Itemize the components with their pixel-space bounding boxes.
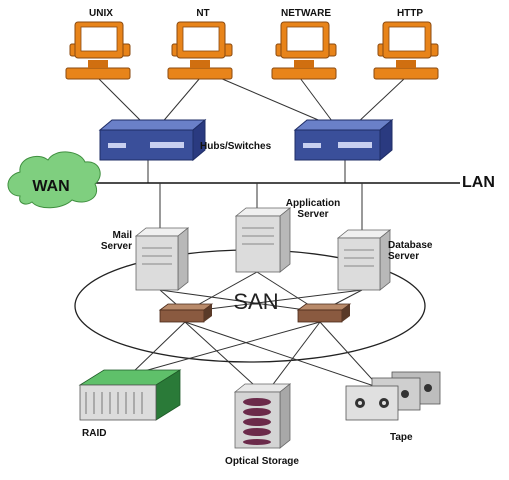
mail-server-label-line1: Mail: [112, 230, 132, 241]
database-server-label-line2: Server: [388, 251, 420, 262]
application-server-label: Application Server: [276, 198, 350, 220]
application-server-label-line2: Server: [297, 209, 329, 220]
hub-switch-right: [293, 118, 394, 162]
client-label-nt: NT: [196, 8, 210, 19]
san-switch-right: [296, 303, 352, 323]
database-server-label-line1: Database: [388, 240, 433, 251]
lan-label: LAN: [462, 174, 495, 191]
mail-server-label-line2: Server: [100, 241, 132, 252]
optical-storage-jukebox: [233, 383, 292, 449]
wan-cloud: [7, 151, 101, 209]
application-server-label-line1: Application: [285, 198, 341, 209]
client-computer-unix: [65, 21, 131, 80]
wan-label: WAN: [32, 178, 70, 195]
optical-storage-label: Optical Storage: [225, 456, 299, 467]
hubs-switches-label: Hubs/Switches: [200, 141, 272, 152]
san-mesh-links: [129, 271, 381, 396]
switch-lan-links: [147, 160, 346, 183]
client-computer-netware: [271, 21, 337, 80]
client-label-netware: NETWARE: [281, 8, 331, 19]
hub-switch-left: [98, 118, 207, 162]
client-computer-nt: [167, 21, 233, 80]
raid-array: [78, 369, 182, 421]
client-label-unix: UNIX: [89, 8, 113, 19]
mail-server-label: Mail Server: [88, 230, 132, 252]
san-switch-left: [158, 303, 214, 323]
database-server: [336, 229, 392, 291]
application-server: [234, 207, 292, 273]
client-switch-links: [97, 77, 406, 126]
tape-label: Tape: [390, 432, 413, 443]
client-computer-http: [373, 21, 439, 80]
tape-library: [345, 371, 441, 421]
mail-server: [134, 227, 190, 291]
san-label: SAN: [233, 289, 279, 314]
raid-label: RAID: [82, 428, 107, 439]
database-server-label: Database Server: [388, 240, 452, 262]
client-label-http: HTTP: [396, 8, 424, 19]
